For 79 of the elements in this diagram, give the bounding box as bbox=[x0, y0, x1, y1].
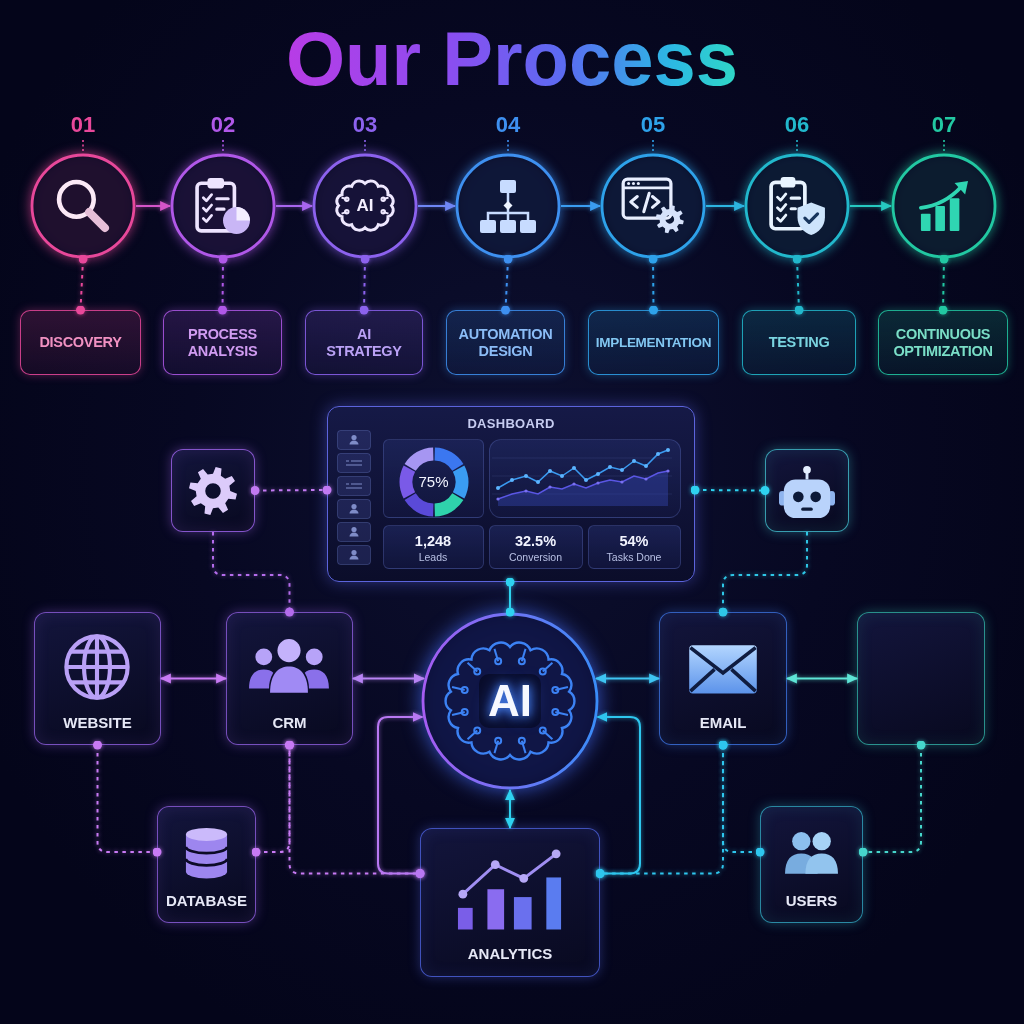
step-title: PROCESS ANALYSIS bbox=[186, 325, 259, 360]
dotted-connector bbox=[718, 740, 765, 857]
arrow bbox=[377, 712, 425, 878]
dotted-connector bbox=[718, 531, 808, 617]
panel-title: DASHBOARD bbox=[467, 416, 555, 432]
stat-card bbox=[488, 524, 583, 569]
step-number: 06 bbox=[784, 112, 810, 138]
dotted-connector bbox=[76, 254, 88, 315]
service-card bbox=[420, 828, 600, 977]
step-number: 01 bbox=[70, 112, 96, 138]
step-title: AUTOMATION DESIGN bbox=[457, 325, 554, 360]
stat-caption: Tasks Done bbox=[606, 550, 662, 564]
dotted-connector bbox=[93, 740, 162, 857]
dotted-connector bbox=[218, 254, 228, 315]
dotted-connector bbox=[938, 254, 949, 315]
step-title: CONTINUOUS OPTIMIZATION bbox=[892, 325, 994, 360]
label-box bbox=[878, 310, 1008, 375]
step-number: 04 bbox=[495, 112, 521, 138]
icon-card bbox=[765, 449, 849, 532]
service-card bbox=[659, 612, 787, 745]
service-card bbox=[760, 806, 863, 923]
stat-value: 1,248 bbox=[414, 531, 452, 550]
label-box bbox=[588, 310, 719, 375]
card-label: DATABASE bbox=[165, 891, 248, 911]
stat-caption: Conversion bbox=[508, 550, 563, 564]
card-label: ANALYTICS bbox=[467, 944, 553, 964]
arrow bbox=[595, 673, 661, 684]
step-title: AI STRATEGY bbox=[325, 325, 403, 360]
service-card bbox=[157, 806, 256, 923]
arrow bbox=[351, 673, 425, 684]
card-label: EMAIL bbox=[699, 713, 747, 733]
service-card bbox=[34, 612, 161, 745]
chart-card bbox=[488, 438, 681, 518]
step-number: 07 bbox=[931, 112, 957, 138]
stat-card bbox=[587, 524, 681, 569]
label-box bbox=[20, 310, 141, 375]
dotted-connector bbox=[648, 254, 658, 315]
stat-value: 54% bbox=[619, 531, 649, 550]
step-title: TESTING bbox=[768, 334, 830, 351]
step-number: 05 bbox=[640, 112, 666, 138]
step-number: 02 bbox=[210, 112, 236, 138]
dashboard-panel bbox=[327, 406, 695, 582]
connector bbox=[505, 577, 515, 617]
arrow bbox=[135, 201, 172, 211]
stat-caption: Leads bbox=[418, 550, 448, 564]
label-box bbox=[163, 310, 282, 375]
stat-card bbox=[382, 524, 484, 569]
label-box bbox=[446, 310, 565, 375]
brain-label: AI bbox=[356, 197, 374, 215]
label-box bbox=[742, 310, 856, 375]
arrow bbox=[595, 712, 641, 878]
arrow bbox=[705, 201, 746, 211]
dotted-connector bbox=[250, 485, 332, 495]
arrow bbox=[785, 673, 859, 684]
arrow bbox=[560, 201, 602, 211]
dotted-connector bbox=[792, 254, 804, 315]
chart-card bbox=[382, 438, 484, 518]
card-label: CRM bbox=[272, 713, 307, 733]
label-box bbox=[305, 310, 423, 375]
donut-value: 75% bbox=[418, 472, 449, 491]
icon-card bbox=[171, 449, 255, 532]
stat-value: 32.5% bbox=[514, 531, 557, 550]
service-card bbox=[857, 612, 985, 745]
dotted-connector bbox=[858, 740, 926, 857]
dotted-connector bbox=[359, 254, 370, 315]
arrow bbox=[275, 201, 314, 211]
step-title: DISCOVERY bbox=[39, 334, 122, 351]
service-card bbox=[226, 612, 353, 745]
step-number: 03 bbox=[352, 112, 378, 138]
dotted-connector bbox=[501, 254, 513, 315]
arrow bbox=[159, 673, 228, 684]
arrow bbox=[417, 201, 457, 211]
dotted-connector bbox=[212, 531, 294, 617]
card-label: USERS bbox=[785, 891, 838, 911]
card-label: WEBSITE bbox=[63, 713, 132, 733]
dotted-connector bbox=[690, 485, 770, 495]
arrow bbox=[505, 788, 515, 830]
arrow bbox=[849, 201, 893, 211]
step-title: IMPLEMENTATION bbox=[595, 334, 712, 351]
